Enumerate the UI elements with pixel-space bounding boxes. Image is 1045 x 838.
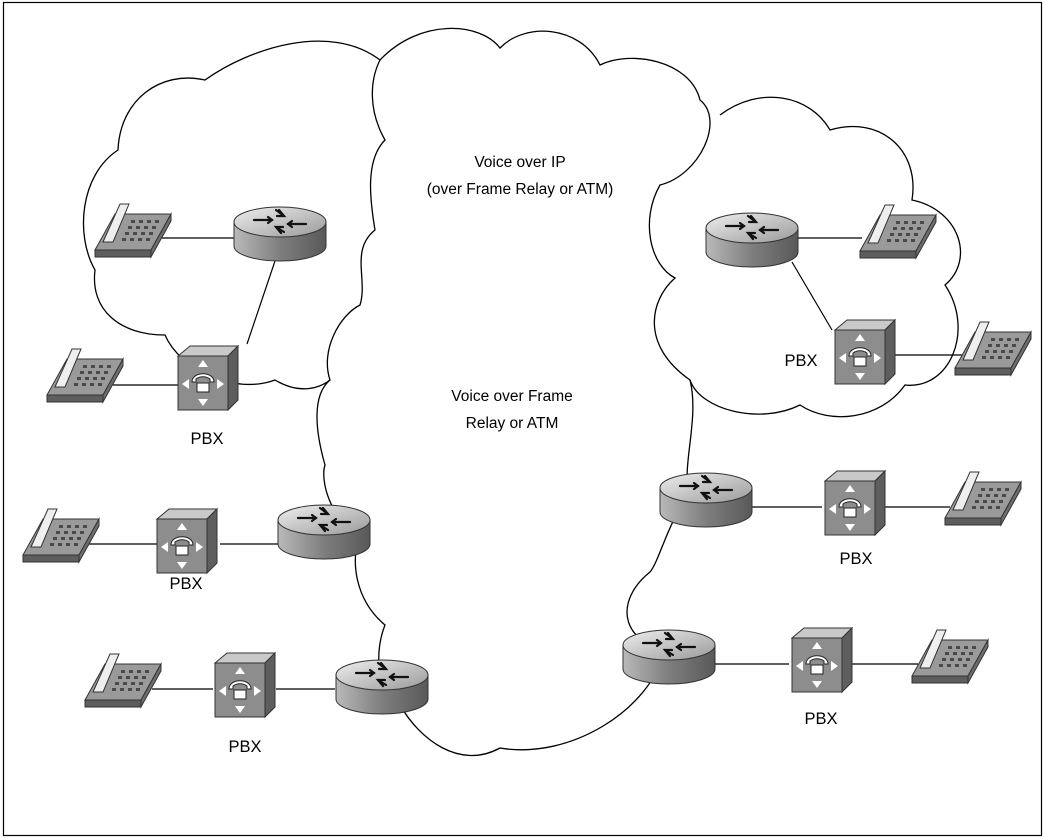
pbx-right-bottom [791,627,853,693]
pbx-right-top [834,319,896,385]
pbx-label: PBX [190,430,223,448]
pbx-right-mid [824,470,886,536]
voip-cloud-right [689,96,962,418]
pbx-left-mid [156,508,218,574]
router-right-bottom [621,628,717,686]
voip-label-line2: (over Frame Relay or ATM) [427,181,614,198]
connections [89,237,962,690]
frame-relay-label-line1: Voice over Frame [451,388,572,405]
pbx-label: PBX [169,575,202,593]
pbx-label: PBX [804,710,837,728]
pbx-left-top [177,345,239,411]
frame-relay-label-line2: Relay or ATM [466,415,559,432]
router-left-mid [276,503,372,561]
pbx-left-bottom [214,652,276,718]
pbx-label: PBX [228,738,261,756]
router-right-mid [658,471,754,529]
router-right-top [704,211,800,269]
voip-cloud-left [82,40,381,390]
pbx-label: PBX [784,352,817,370]
voip-label-line1: Voice over IP [474,154,565,171]
router-left-top [232,205,328,263]
router-left-bottom [334,658,430,716]
pbx-label: PBX [839,550,872,568]
